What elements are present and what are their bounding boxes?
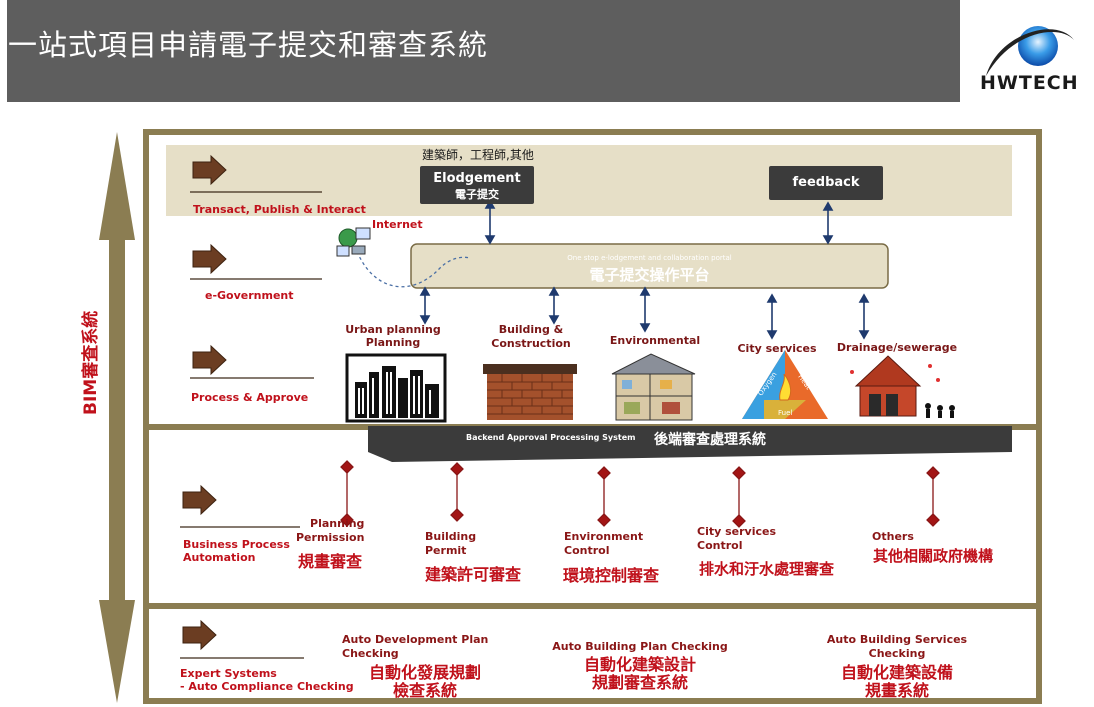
- process-label-zh: 環境控制審查: [563, 566, 660, 585]
- auto-check-label-en: Auto Building Services Checking: [826, 633, 968, 660]
- process-label-en: City services Control: [697, 525, 777, 552]
- backend-label-en: Backend Approval Processing System: [466, 433, 636, 442]
- department-label: Drainage/sewerage: [836, 341, 958, 354]
- process-label-en: Planning Permission: [296, 517, 365, 544]
- company-logo: [978, 22, 1082, 100]
- process-label-zh: 規畫審查: [298, 552, 363, 571]
- layer-label: Transact, Publish & Interact: [193, 203, 366, 216]
- department-label: Environmental: [609, 334, 701, 347]
- auto-check-label-zh: 自動化建築設備 規畫系統: [840, 663, 953, 700]
- elodgement-label: Elodgement: [433, 171, 521, 186]
- house-cutaway-icon: [611, 353, 696, 421]
- auto-check-label-en: Auto Building Plan Checking: [552, 640, 728, 653]
- process-connectors: [340, 460, 940, 528]
- process-label-en: Building Permit: [425, 530, 477, 557]
- portal-title: 電子提交操作平台: [589, 266, 710, 284]
- page-title: 一站式項目申請電子提交和審查系統: [8, 28, 489, 62]
- backend-bar: [368, 426, 1012, 462]
- layer-label: Process & Approve: [191, 391, 309, 404]
- layer-arrow-icon: [182, 154, 227, 651]
- auto-check-label-en: Auto Development Plan Checking: [342, 633, 489, 660]
- auto-check-label-zh: 自動化建築設計 規劃審查系統: [583, 655, 696, 692]
- connector-arrows: [419, 199, 870, 340]
- fire-station-icon: [850, 355, 955, 418]
- vertical-double-arrow-icon: [99, 132, 135, 703]
- logo-text: HWTECH: [980, 72, 1079, 94]
- auto-check-label-zh: 自動化發展規劃 檢查系統: [368, 663, 481, 700]
- fire-triangle-icon: [742, 350, 828, 419]
- header-banner: [7, 0, 960, 102]
- internet-computer-icon: [336, 227, 371, 257]
- department-label: Urban planning Planning: [345, 323, 441, 349]
- city-icon: [345, 353, 447, 423]
- portal-subtitle: One stop e-lodgement and collaboration p…: [567, 254, 732, 262]
- process-label-zh: 建築許可審查: [425, 565, 522, 584]
- frame-bottom: [143, 603, 1042, 704]
- process-label-en: Others: [872, 530, 914, 543]
- portal-bar: [410, 243, 889, 289]
- elodgement-sublabel: 電子提交: [455, 188, 499, 201]
- process-label-zh: 其他相關政府機構: [873, 547, 994, 565]
- backend-label-zh: 後端審查處理系統: [654, 432, 766, 448]
- department-label: City services: [737, 342, 817, 355]
- side-vertical-label: BIM審査系統: [81, 310, 101, 415]
- fire-triangle-fuel: Fuel: [778, 409, 793, 417]
- brick-wall-icon: [483, 364, 577, 420]
- layer-label: Business Process Automation: [183, 538, 290, 564]
- department-label: Building & Construction: [491, 323, 571, 350]
- process-label-zh: 排水和汙水處理審查: [699, 560, 835, 578]
- process-label-en: Environment Control: [564, 530, 644, 557]
- elodgement-button[interactable]: Elodgement 電子提交: [420, 166, 534, 204]
- layer-label: e-Government: [205, 289, 294, 302]
- layer-label: Expert Systems - Auto Compliance Checkin…: [180, 667, 354, 693]
- internet-label: Internet: [372, 218, 423, 231]
- top-note: 建築師，工程師,其他: [422, 148, 534, 162]
- feedback-button[interactable]: feedback: [769, 166, 883, 200]
